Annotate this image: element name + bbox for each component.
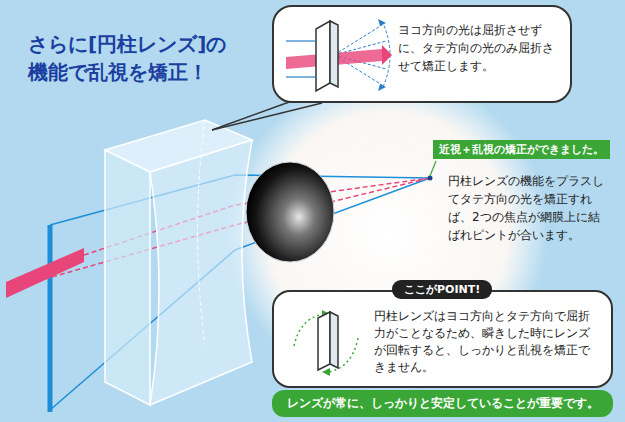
line-shape xyxy=(286,40,316,41)
heading-pill: ここがPOINT! xyxy=(392,280,492,299)
point-box: ここがPOINT!円柱レンズはヨコ方向とタテ方向で屈折力がことなるため、瞬きした… xyxy=(272,290,613,388)
note-band: レンズが常に、しっかりと安定していることが重要です。 xyxy=(272,390,613,417)
polygon-shape xyxy=(316,21,330,91)
svg-shape xyxy=(280,306,372,378)
blue-line-object xyxy=(48,225,53,412)
pink-bar-object xyxy=(6,248,84,298)
focus-leader xyxy=(430,161,436,176)
polygon-shape xyxy=(378,19,386,26)
callout-box: ヨコ方向の光は屈折させずに、タテ方向の光のみ屈折させて矯正します。 xyxy=(272,5,572,103)
polygon-shape xyxy=(330,312,338,368)
title: さらに[円柱レンズ]の 機能で乱視を矯正！ xyxy=(28,30,278,86)
node-text: ヨコ方向の光は屈折させずに、タテ方向の光のみ屈折させて矯正します。 xyxy=(398,21,560,75)
eye-lens xyxy=(246,162,334,262)
polygon-shape xyxy=(378,84,386,91)
lens-icon xyxy=(280,306,372,382)
node-text: 円柱レンズはヨコ方向とタテ方向で屈折力がことなるため、瞬きした時にレンズが回転す… xyxy=(374,308,601,376)
line-shape xyxy=(286,76,316,77)
result-label: 近視＋乱視の矯正ができました。 xyxy=(433,140,610,159)
focus-point xyxy=(428,176,433,181)
svg-shape xyxy=(282,11,394,99)
callout-tail xyxy=(212,101,292,130)
polygon-shape xyxy=(322,368,330,376)
lens-icon xyxy=(282,11,394,103)
polygon-shape xyxy=(330,21,338,87)
polygon-shape xyxy=(318,312,330,370)
lens-curve xyxy=(198,120,206,345)
callout-tail xyxy=(212,103,322,130)
lens-side-face xyxy=(150,140,252,405)
lens-front-face xyxy=(105,150,150,405)
node-text: 近視＋乱視の矯正ができました。 xyxy=(439,142,604,157)
polygon-shape xyxy=(382,45,392,65)
node-text: レンズが常に、しっかりと安定していることが重要です。 xyxy=(287,395,599,412)
note-text: 円柱レンズの機能をプラスしてタテ方向の光を矯正すれば、2つの焦点が網膜上に結ばれ… xyxy=(448,172,610,244)
